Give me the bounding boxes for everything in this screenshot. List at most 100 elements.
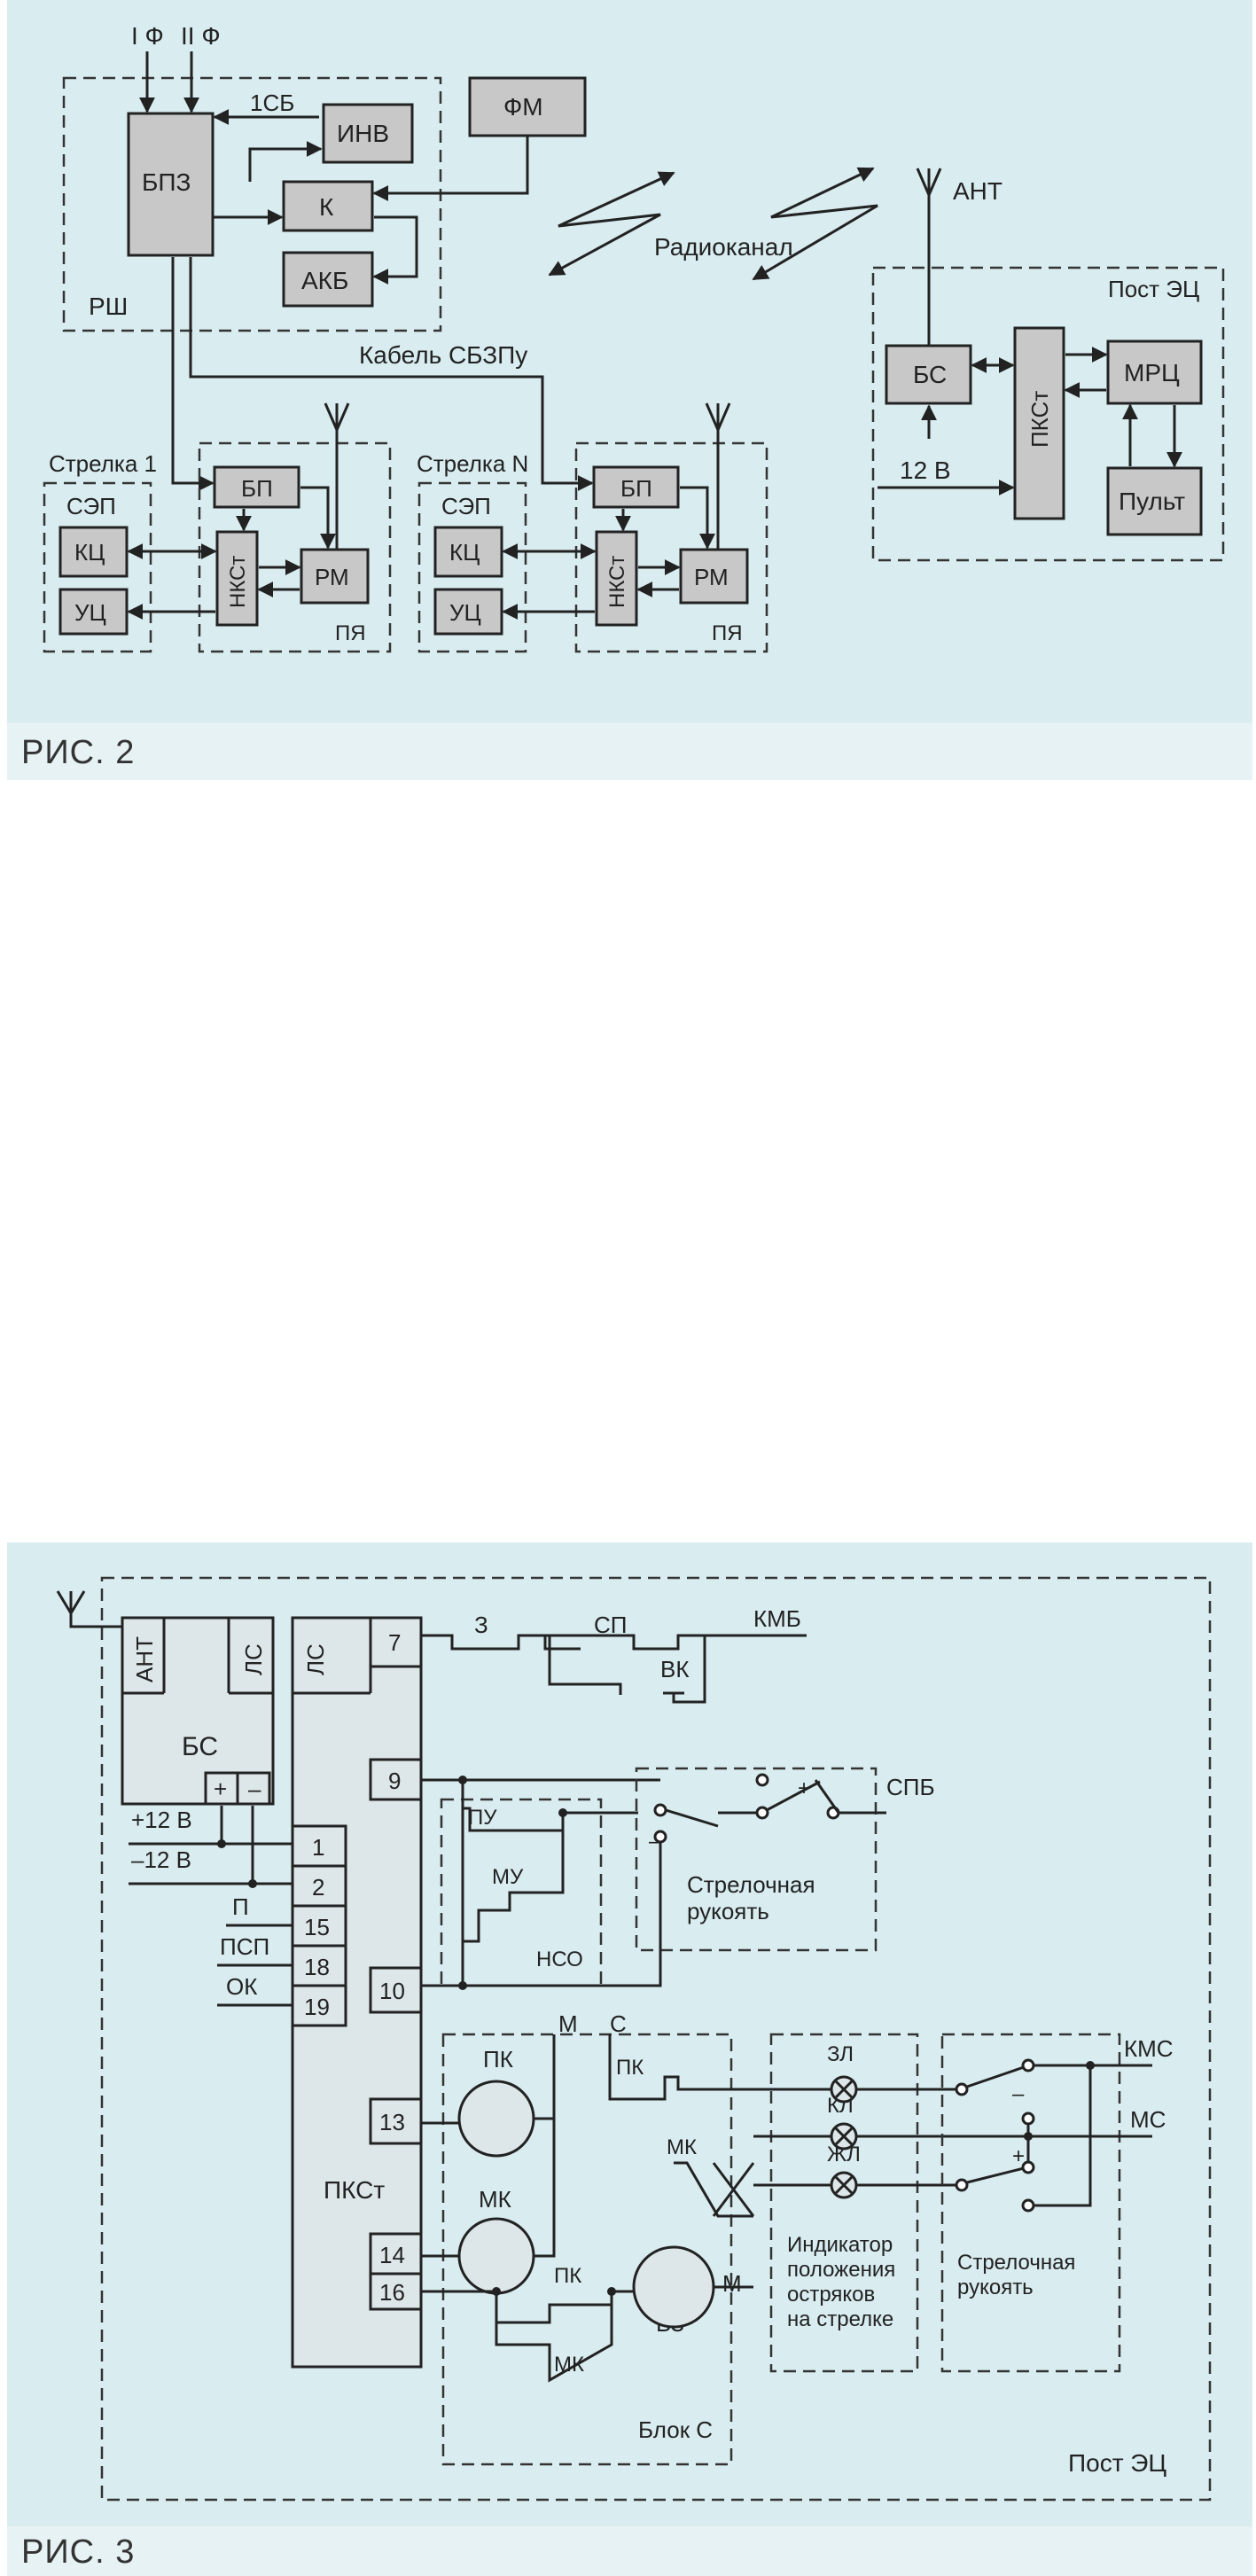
figure-3-caption: РИС. 3 — [21, 2533, 136, 2571]
sb1-label: 1СБ — [250, 90, 294, 116]
figure-3-diagram: Пост ЭЦ АНТ ЛС БС + – ЛС ПКСт 7 9 1 2 15… — [56, 1576, 1212, 2502]
mk-relay-icon — [457, 2217, 535, 2295]
antenna-icon-3 — [56, 1590, 124, 1628]
ok-label: ОК — [226, 1973, 257, 2000]
vz-motor-icon — [632, 2245, 715, 2329]
kcN-block — [433, 526, 503, 578]
antennaN-icon — [705, 402, 731, 550]
sep1-label: СЭП — [66, 493, 116, 519]
rsh-frame — [62, 76, 442, 332]
pin18: 18 — [304, 1954, 330, 1980]
pin16-box — [369, 2272, 423, 2311]
pkst-ls-label: ЛС — [302, 1643, 329, 1675]
ant-label: АНТ — [953, 177, 1002, 205]
indicator-frame — [769, 2033, 919, 2373]
kc1-block — [59, 526, 129, 578]
sepN-label: СЭП — [441, 493, 491, 519]
uc1-block — [59, 588, 129, 636]
lamp-zhl-icon — [830, 2171, 858, 2199]
kmb-label: КМБ — [753, 1605, 801, 1632]
nso-label: НСО — [536, 1948, 583, 1971]
akb-block — [282, 251, 374, 308]
radio-link-right — [752, 167, 878, 281]
lamp-kl-icon — [830, 2122, 858, 2151]
plus-sign-1: + — [798, 1776, 810, 1800]
minus-sign-1: – — [649, 1830, 661, 1854]
bs-label-3: БС — [182, 1732, 218, 1761]
bpz-label: БПЗ — [142, 168, 191, 196]
pin19: 19 — [304, 1994, 330, 2020]
k-label: К — [319, 193, 334, 221]
pkst-label: ПКСт — [1026, 391, 1053, 448]
figure-2-diagram: РШ I Ф II Ф БПЗ 1СБ ИНВ К АКБ ФМ Радиока… — [43, 22, 1225, 653]
p-label: П — [232, 1893, 249, 1920]
nso-frame — [440, 1798, 603, 1987]
block-c-label: Блок С — [638, 2416, 713, 2443]
nkstN-label: НКСт — [605, 556, 629, 608]
akb-label: АКБ — [301, 267, 348, 294]
plus-label: + — [214, 1776, 227, 1802]
mu-label: МУ — [492, 1865, 524, 1889]
figure-2-caption: РИС. 2 — [21, 734, 136, 771]
spb-label: СПБ — [886, 1774, 935, 1800]
pk-line-label: ПК — [616, 2056, 644, 2080]
radio-link-left — [548, 171, 675, 277]
c-label: С — [610, 2010, 627, 2037]
pult-block — [1106, 466, 1203, 536]
pin10-box — [369, 1966, 423, 2014]
rmN-block — [679, 548, 749, 605]
pu-label: ПУ — [468, 1806, 497, 1830]
k-block — [282, 180, 374, 232]
pin13-box — [369, 2097, 423, 2145]
pin10: 10 — [379, 1978, 405, 2004]
strelka1-label: Стрелка 1 — [49, 450, 157, 477]
handle-upper-frame — [635, 1767, 878, 1952]
nkst1-label: НКСт — [226, 556, 250, 608]
v12p-label: +12 В — [131, 1807, 192, 1833]
kc1-label: КЦ — [74, 539, 105, 566]
bs-minus-terminal — [236, 1771, 271, 1806]
pk-motor-label: ПК — [483, 2046, 513, 2073]
pin7: 7 — [388, 1629, 401, 1656]
antenna-icon — [916, 168, 942, 270]
plus-sign-2: + — [1012, 2144, 1025, 2168]
rsh-label: РШ — [89, 293, 128, 320]
pk-contact-label: ПК — [554, 2264, 581, 2288]
ucN-block — [433, 588, 503, 636]
bs-ant-label: АНТ — [131, 1636, 158, 1682]
pin1-box — [291, 1824, 347, 1868]
post-ec-frame-3 — [100, 1576, 1212, 2502]
pkst-label-3: ПКСт — [324, 2176, 385, 2204]
zl-label: ЗЛ — [827, 2042, 854, 2066]
pin19-box — [291, 1984, 347, 2027]
minus-label: – — [248, 1776, 261, 1802]
ms-label: МС — [1130, 2106, 1166, 2133]
bp1-label: БП — [241, 475, 273, 502]
v12-label: 12 В — [900, 457, 951, 484]
post-ec-label: Пост ЭЦ — [1108, 276, 1199, 302]
kms-label: КМС — [1124, 2035, 1174, 2062]
kcN-label: КЦ — [449, 539, 480, 566]
uc1-label: УЦ — [74, 599, 106, 626]
bs-ls-label: ЛС — [240, 1643, 267, 1675]
mk-motor-label: МК — [479, 2186, 511, 2213]
rm1-label: РМ — [315, 564, 349, 590]
pya1-label: ПЯ — [335, 621, 366, 645]
pin14: 14 — [379, 2242, 405, 2268]
pin15: 15 — [304, 1914, 330, 1940]
inv-label: ИНВ — [337, 120, 389, 147]
nkst1-block — [215, 530, 259, 627]
pk-relay-icon — [457, 2080, 535, 2158]
bpN-label: БП — [620, 475, 652, 502]
pyaN-label: ПЯ — [712, 621, 743, 645]
mk-contact-label: МК — [554, 2353, 584, 2377]
bpz-block — [127, 112, 215, 257]
pkst-block — [1013, 326, 1065, 520]
pin9: 9 — [388, 1768, 401, 1794]
lamp-zl-icon — [830, 2075, 858, 2104]
phase1-label: I Ф — [131, 22, 164, 50]
pin7-box — [369, 1616, 423, 1668]
bp1-block — [213, 465, 300, 509]
